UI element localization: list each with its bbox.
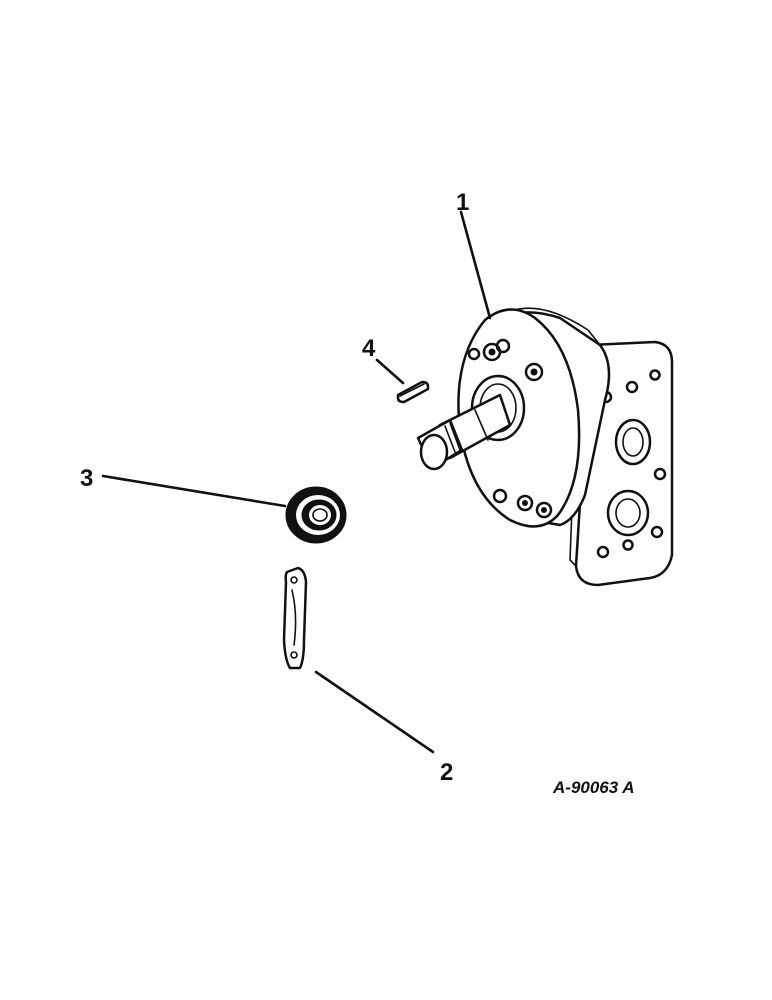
leader-line-4 bbox=[375, 358, 405, 385]
leader-line-3 bbox=[101, 474, 287, 508]
seal bbox=[285, 486, 347, 544]
callout-number: 4 bbox=[362, 335, 376, 362]
key bbox=[396, 380, 430, 404]
mounting-bracket bbox=[282, 566, 308, 670]
leader-line-1 bbox=[459, 210, 492, 320]
callout-number: 2 bbox=[440, 759, 453, 786]
leader-line-2 bbox=[314, 670, 435, 754]
hydraulic-pump bbox=[416, 307, 674, 587]
cover-bolts bbox=[467, 338, 553, 519]
callout-number: 1 bbox=[456, 189, 469, 216]
callout-number: 3 bbox=[80, 465, 93, 492]
drawing-number: A-90063 A bbox=[552, 778, 635, 797]
